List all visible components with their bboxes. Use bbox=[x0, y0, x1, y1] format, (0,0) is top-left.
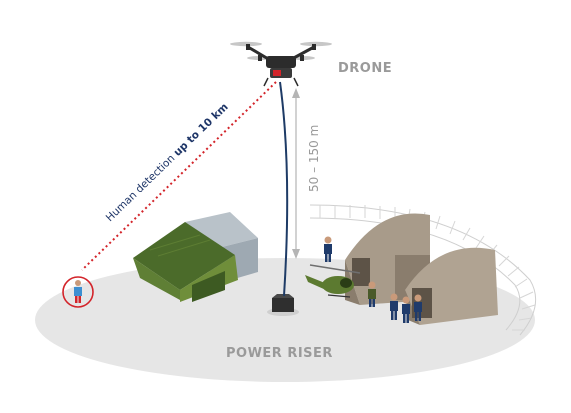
drone bbox=[230, 41, 332, 87]
soldier bbox=[368, 281, 376, 307]
detection-laser-line bbox=[81, 81, 277, 271]
soldier bbox=[414, 294, 422, 321]
power-riser-label: POWER RISER bbox=[226, 346, 333, 361]
detection-label-range: up to 10 km bbox=[171, 101, 230, 159]
detection-target-circle bbox=[62, 276, 94, 308]
soldier-group bbox=[324, 236, 422, 323]
power-riser-box bbox=[267, 294, 299, 316]
soldier bbox=[324, 236, 332, 262]
helicopter bbox=[305, 264, 361, 298]
tether-cable bbox=[279, 81, 289, 297]
drone-label: DRONE bbox=[338, 61, 392, 76]
detected-person bbox=[62, 276, 94, 308]
altitude-marker bbox=[292, 88, 300, 259]
detection-label: Human detection up to 10 km bbox=[104, 101, 231, 224]
soldier bbox=[390, 293, 398, 320]
green-hangar bbox=[133, 212, 258, 302]
soldier bbox=[402, 296, 410, 323]
altitude-label: 50 – 150 m bbox=[307, 125, 321, 192]
